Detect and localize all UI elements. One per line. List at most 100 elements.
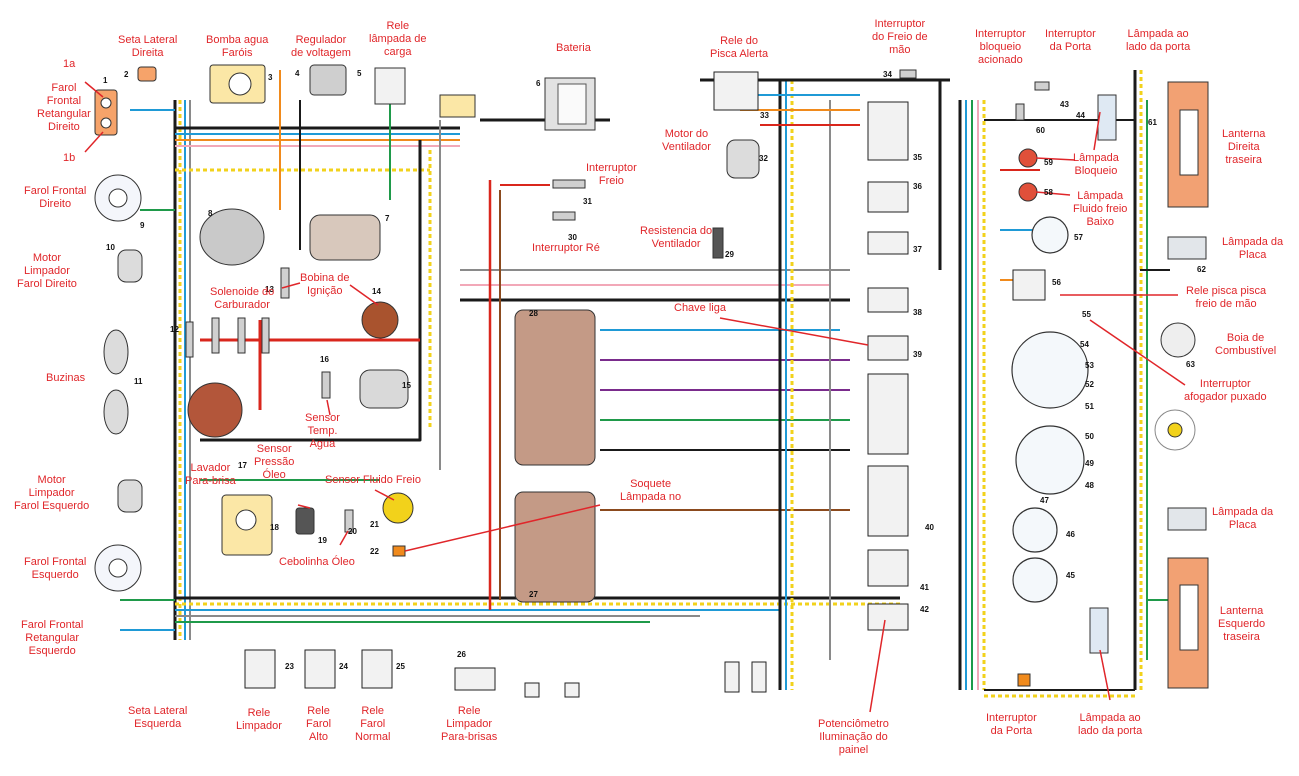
label-1b: 1b [63,152,76,164]
component-number: 41 [920,583,929,592]
label-cebolinha: Cebolinha Óleo [279,556,355,568]
component-number: 55 [1082,310,1091,319]
component-number: 40 [925,523,934,532]
component-number: 1 [103,76,108,85]
component-number: 44 [1076,111,1085,120]
component-number: 15 [402,381,411,390]
component-number: 42 [920,605,929,614]
component-number: 36 [913,182,922,191]
component-number: 9 [140,221,145,230]
component-number: 58 [1044,188,1053,197]
label-sensor-fluido: Sensor Fluido Freio [325,474,421,486]
component-number: 35 [913,153,922,162]
component-number: 31 [583,197,592,206]
component-number: 51 [1085,402,1094,411]
component-number: 6 [536,79,541,88]
component-number: 48 [1085,481,1094,490]
component-number: 46 [1066,530,1075,539]
component-number: 56 [1052,278,1061,287]
component-number: 3 [268,73,273,82]
component-number: 25 [396,662,405,671]
component-number: 23 [285,662,294,671]
component-number: 47 [1040,496,1049,505]
component-number: 49 [1085,459,1094,468]
component-number: 19 [318,536,327,545]
component-number: 17 [238,461,247,470]
component-number: 45 [1066,571,1075,580]
wiring-harness [120,70,1170,698]
component-number: 50 [1085,432,1094,441]
component-number: 32 [759,154,768,163]
component-number: 12 [170,325,179,334]
component-number: 13 [265,285,274,294]
component-number: 22 [370,547,379,556]
label-bateria: Bateria [556,42,591,54]
component-number: 8 [208,209,213,218]
component-number: 37 [913,245,922,254]
component-number: 11 [134,377,143,386]
component-number: 52 [1085,380,1094,389]
component-number: 18 [270,523,279,532]
component-number: 10 [106,243,115,252]
component-number: 2 [124,70,129,79]
component-number: 43 [1060,100,1069,109]
callout-arrows [84,81,1186,713]
component-number: 60 [1036,126,1045,135]
component-number: 38 [913,308,922,317]
label-interruptor-re: Interruptor Ré [532,242,600,254]
component-number: 34 [883,70,892,79]
component-number: 29 [725,250,734,259]
component-number: 63 [1186,360,1195,369]
component-number: 54 [1080,340,1089,349]
components [94,64,1209,698]
component-number: 14 [372,287,381,296]
component-number: 53 [1085,361,1094,370]
component-number: 24 [339,662,348,671]
component-number: 30 [568,233,577,242]
label-1a: 1a [63,58,76,70]
component-number: 28 [529,309,538,318]
component-number: 4 [295,69,300,78]
component-number: 57 [1074,233,1083,242]
component-number: 16 [320,355,329,364]
component-number: 27 [529,590,538,599]
component-number: 62 [1197,265,1206,274]
label-buzinas: Buzinas [46,372,86,384]
label-chave-liga: Chave liga [674,302,726,314]
component-number: 7 [385,214,390,223]
